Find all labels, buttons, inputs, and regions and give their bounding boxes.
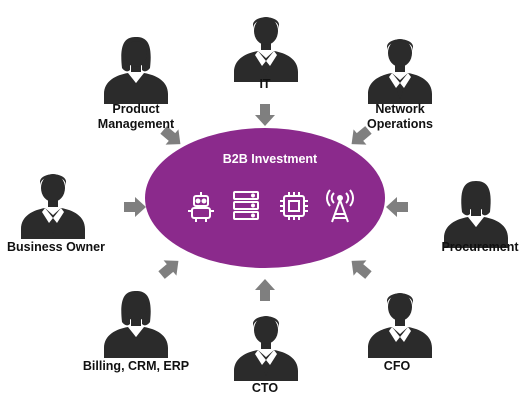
arrow-from-procurement bbox=[386, 197, 408, 217]
cpu-chip-icon bbox=[280, 192, 308, 220]
label-cfo-line-1: CFO bbox=[383, 359, 411, 373]
label-procurement: Procurement bbox=[431, 240, 529, 255]
arrow-from-cfo bbox=[345, 253, 375, 283]
label-cfo: CFO bbox=[372, 359, 422, 374]
arrow-from-cto bbox=[255, 279, 275, 301]
label-product-management: Product Management bbox=[86, 102, 186, 132]
arrow-from-business-owner bbox=[124, 197, 146, 217]
person-icon-product-management bbox=[98, 28, 174, 104]
label-network-operations: Network Operations bbox=[350, 102, 450, 132]
label-business-owner: Business Owner bbox=[0, 240, 112, 255]
person-icon-billing-crm-erp bbox=[98, 282, 174, 358]
label-business-owner-line-1: Business Owner bbox=[7, 240, 105, 254]
person-icon-cto bbox=[228, 305, 304, 381]
label-billing-crm-erp-line-1: Billing, CRM, ERP bbox=[82, 359, 190, 373]
label-network-operations-line-1: Network bbox=[375, 102, 425, 116]
label-billing-crm-erp: Billing, CRM, ERP bbox=[74, 359, 198, 374]
arrow-from-billing-crm-erp bbox=[155, 253, 185, 283]
server-stack-icon bbox=[233, 191, 259, 220]
b2b-investment-ellipse bbox=[145, 128, 385, 268]
label-network-operations-line-2: Operations bbox=[367, 117, 433, 131]
label-cto: CTO bbox=[240, 381, 290, 396]
robot-icon bbox=[188, 192, 214, 222]
label-it-line-1: IT bbox=[259, 77, 271, 91]
person-icon-procurement bbox=[438, 172, 514, 248]
person-icon-network-operations bbox=[362, 28, 438, 104]
label-product-management-line-2: Management bbox=[97, 117, 175, 131]
arrow-from-it bbox=[255, 104, 275, 126]
person-icon-cfo bbox=[362, 282, 438, 358]
person-icon-it bbox=[228, 6, 304, 82]
person-icon-business-owner bbox=[15, 163, 91, 239]
center-title: B2B Investment bbox=[222, 152, 318, 166]
label-cto-line-1: CTO bbox=[251, 381, 279, 395]
label-product-management-line-1: Product bbox=[112, 102, 160, 116]
label-procurement-line-1: Procurement bbox=[441, 240, 519, 254]
label-it: IT bbox=[245, 77, 285, 92]
cell-tower-icon bbox=[326, 189, 354, 223]
